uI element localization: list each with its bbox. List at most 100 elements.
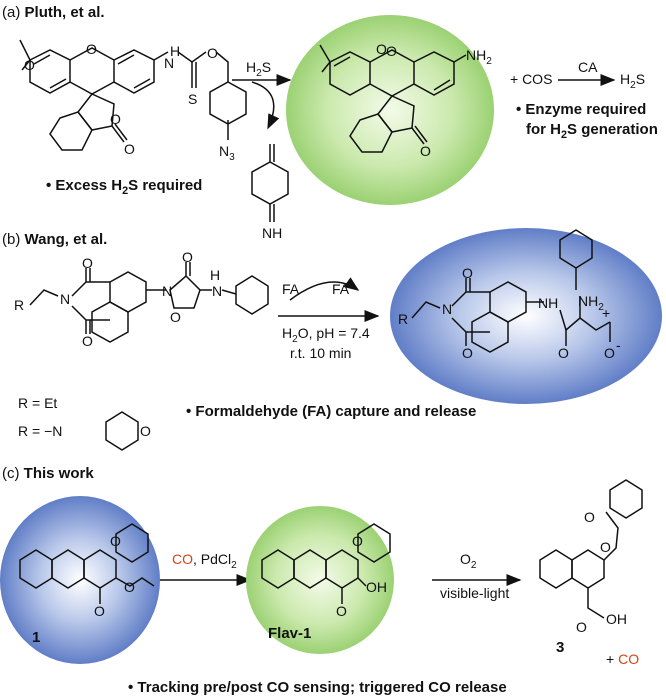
atom-o-b8: O <box>604 345 615 361</box>
note-excess-b: S required <box>128 177 203 194</box>
pdcl-sub: 2 <box>231 559 237 571</box>
note-enzyme-2b: S generation <box>567 121 658 138</box>
panel-a-author: Pluth, et al. <box>24 4 105 21</box>
atom-n3: N <box>219 143 230 159</box>
green-sphere-a <box>286 15 494 205</box>
atom-o-c7: O <box>584 509 595 525</box>
atom-n-b3: N <box>212 283 223 299</box>
atom-nh-a: NH <box>262 225 283 241</box>
r-morph: R = −N <box>18 423 63 439</box>
atom-o-b6: O <box>462 345 473 361</box>
fa-right: FA <box>332 281 350 297</box>
fa-left: FA <box>282 281 300 297</box>
atom-plus-b: + <box>602 305 611 321</box>
plus-co-red: CO <box>618 651 640 667</box>
atom-r-b: R <box>14 297 25 313</box>
h2s-sub: 2 <box>630 79 636 91</box>
co-reagent: CO <box>172 551 193 567</box>
atom-r-b2: R <box>398 311 409 327</box>
pdcl-text: , PdCl <box>193 551 232 567</box>
atom-o-a4: O <box>110 111 121 127</box>
atom-n-a: N <box>164 55 175 71</box>
atom-n-b4: N <box>442 301 453 317</box>
green-sphere-c <box>246 506 394 654</box>
atom-o-c2: O <box>124 579 135 595</box>
atom-o-c1: O <box>94 603 105 619</box>
note-tracking: • Tracking pre/post CO sensing; triggere… <box>128 679 507 696</box>
atom-o-p2: O <box>386 43 397 59</box>
atom-o-b3: O <box>182 249 193 265</box>
o2-sub: 2 <box>470 559 477 571</box>
plus-co-prefix: + <box>606 651 619 667</box>
atom-o-a1: O <box>24 57 35 73</box>
panel-b-label: (b) <box>2 231 21 248</box>
note-fa: • Formaldehyde (FA) capture and release <box>186 403 477 420</box>
atom-o-a3: O <box>207 45 218 61</box>
note-excess-a: • Excess H <box>46 177 123 194</box>
atom-o-c5: O <box>352 533 363 549</box>
atom-n-b1: N <box>60 291 71 307</box>
h2s-h: H <box>620 71 631 87</box>
atom-o-morph: O <box>140 423 151 439</box>
atom-o-a5: O <box>124 141 135 157</box>
atom-o-p1: O <box>376 41 387 57</box>
atom-minus-b: - <box>616 337 621 353</box>
panel-c-title: This work <box>23 465 94 482</box>
atom-nh2-b-sub: 2 <box>598 301 604 313</box>
ca-text: CA <box>578 59 598 75</box>
note-enzyme-2sub: 2 <box>561 129 568 141</box>
note-enzyme-2a: for H <box>526 121 561 138</box>
panel-c-label: (c) <box>2 465 20 482</box>
cond-sub: 2 <box>292 333 298 345</box>
r-et: R = Et <box>18 395 58 411</box>
atom-h-b: H <box>210 267 221 283</box>
atom-oh-c2: OH <box>606 611 627 627</box>
atom-oh-c: OH <box>366 579 387 595</box>
panel-a-product-structure <box>319 44 467 153</box>
panel-c-compound-1 <box>19 523 155 604</box>
atom-o-b4: O <box>170 309 181 325</box>
reagent-h2s-h: H <box>246 59 257 75</box>
atom-o-b7: O <box>558 345 569 361</box>
blue-sphere-b <box>390 228 662 404</box>
atom-nh2-sub: 2 <box>486 55 492 67</box>
panel-b-product-structure <box>411 229 611 353</box>
atom-nh2: NH <box>466 47 487 63</box>
cond-h: H <box>282 325 293 341</box>
atom-o-b5: O <box>462 265 473 281</box>
visible-light-text: visible-light <box>440 585 510 601</box>
panel-c-compound-3 <box>539 479 643 619</box>
panel-c-flav-1 <box>261 523 391 604</box>
atom-h-a: H <box>170 43 181 59</box>
note-enzyme-1: • Enzyme required <box>516 101 647 118</box>
panel-b-structures <box>29 262 360 451</box>
compound-1-label: 1 <box>32 629 41 646</box>
atom-nh2-b: NH <box>578 293 599 309</box>
cond-2: r.t. 10 min <box>290 345 352 361</box>
cond-rest: O, pH = 7.4 <box>297 325 370 341</box>
o2-text: O <box>460 551 471 567</box>
atom-o-c4: O <box>336 603 347 619</box>
atom-nh-b: NH <box>538 295 559 311</box>
atom-o-c8: O <box>576 619 587 635</box>
atom-s-a: S <box>188 91 198 107</box>
flav-1-label: Flav-1 <box>268 625 312 642</box>
atom-o-c3: O <box>110 533 121 549</box>
cos-text: + COS <box>510 71 553 87</box>
reagent-h2s-s: S <box>261 59 272 75</box>
atom-o-b2: O <box>82 333 93 349</box>
panel-a-structures <box>19 39 289 222</box>
atom-n3-sub: 3 <box>229 151 235 163</box>
h2s-s: S <box>635 71 646 87</box>
atom-n-b2: N <box>162 283 173 299</box>
panel-b-author: Wang, et al. <box>24 231 108 248</box>
atom-o-c6: O <box>600 539 611 555</box>
atom-o-p3: O <box>420 143 431 159</box>
atom-o-a2: O <box>86 41 97 57</box>
atom-o-b1: O <box>82 255 93 271</box>
panel-a-label: (a) <box>2 4 21 21</box>
note-excess-sub: 2 <box>122 185 129 197</box>
reagent-h2s-sub: 2 <box>256 67 262 79</box>
compound-3-label: 3 <box>556 639 565 656</box>
